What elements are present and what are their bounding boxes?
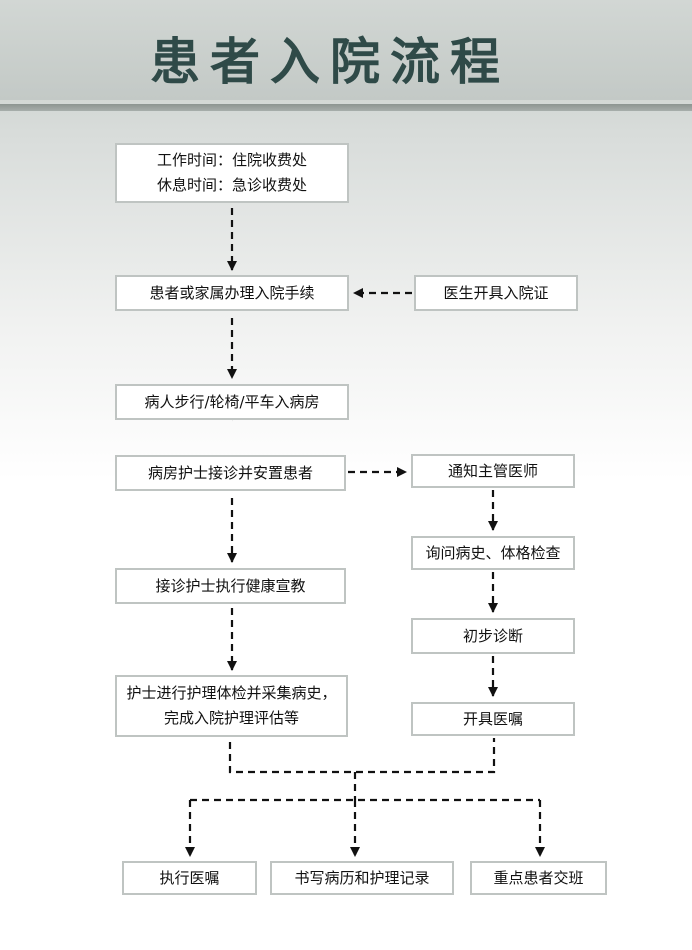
health-education-text: 接诊护士执行健康宣教 [155,576,306,595]
doctor-certificate-box: 医生开具入院证 [414,275,578,311]
transport-text: 病人步行/轮椅/平车入病房 [144,392,320,411]
title-divider [0,104,692,111]
inquire-history-text: 询问病史、体格检查 [425,543,561,562]
notify-doctor-box: 通知主管医师 [411,454,575,488]
doctor-certificate-text: 医生开具入院证 [443,283,549,302]
issue-orders-text: 开具医嘱 [462,709,523,728]
issue-orders-box: 开具医嘱 [411,702,575,736]
write-records-text: 书写病历和护理记录 [294,868,430,887]
initial-diagnosis-box: 初步诊断 [411,618,575,654]
page-title: 患者入院流程 [150,33,510,91]
execute-orders-text: 执行医嘱 [159,868,220,887]
admission-procedures-text: 患者或家属办理入院手续 [149,283,315,302]
nurse-exam-text-line1: 护士进行护理体检并采集病史， [126,684,337,702]
key-handover-text: 重点患者交班 [493,868,584,887]
nurse-receive-text: 病房护士接诊并安置患者 [147,463,313,482]
admission-procedures-box: 患者或家属办理入院手续 [115,275,349,311]
nurse-exam-text-line2: 完成入院护理评估等 [163,709,299,727]
notify-doctor-text: 通知主管医师 [447,461,538,480]
title-band [0,0,692,100]
write-records-box: 书写病历和护理记录 [270,861,454,895]
transport-box: 病人步行/轮椅/平车入病房 [115,384,349,420]
working-hours-text: 工作时间：住院收费处 [156,151,307,169]
execute-orders-box: 执行医嘱 [122,861,257,895]
nurse-exam-box: 护士进行护理体检并采集病史， 完成入院护理评估等 [115,675,348,737]
initial-diagnosis-text: 初步诊断 [462,626,523,645]
key-handover-box: 重点患者交班 [470,861,607,895]
nurse-receive-box: 病房护士接诊并安置患者 [115,455,346,491]
merge-connector [228,738,496,774]
working-hours-box: 工作时间：住院收费处 休息时间：急诊收费处 [115,143,349,203]
off-hours-text: 休息时间：急诊收费处 [156,176,307,194]
health-education-box: 接诊护士执行健康宣教 [115,568,346,604]
inquire-history-box: 询问病史、体格检查 [411,536,575,570]
